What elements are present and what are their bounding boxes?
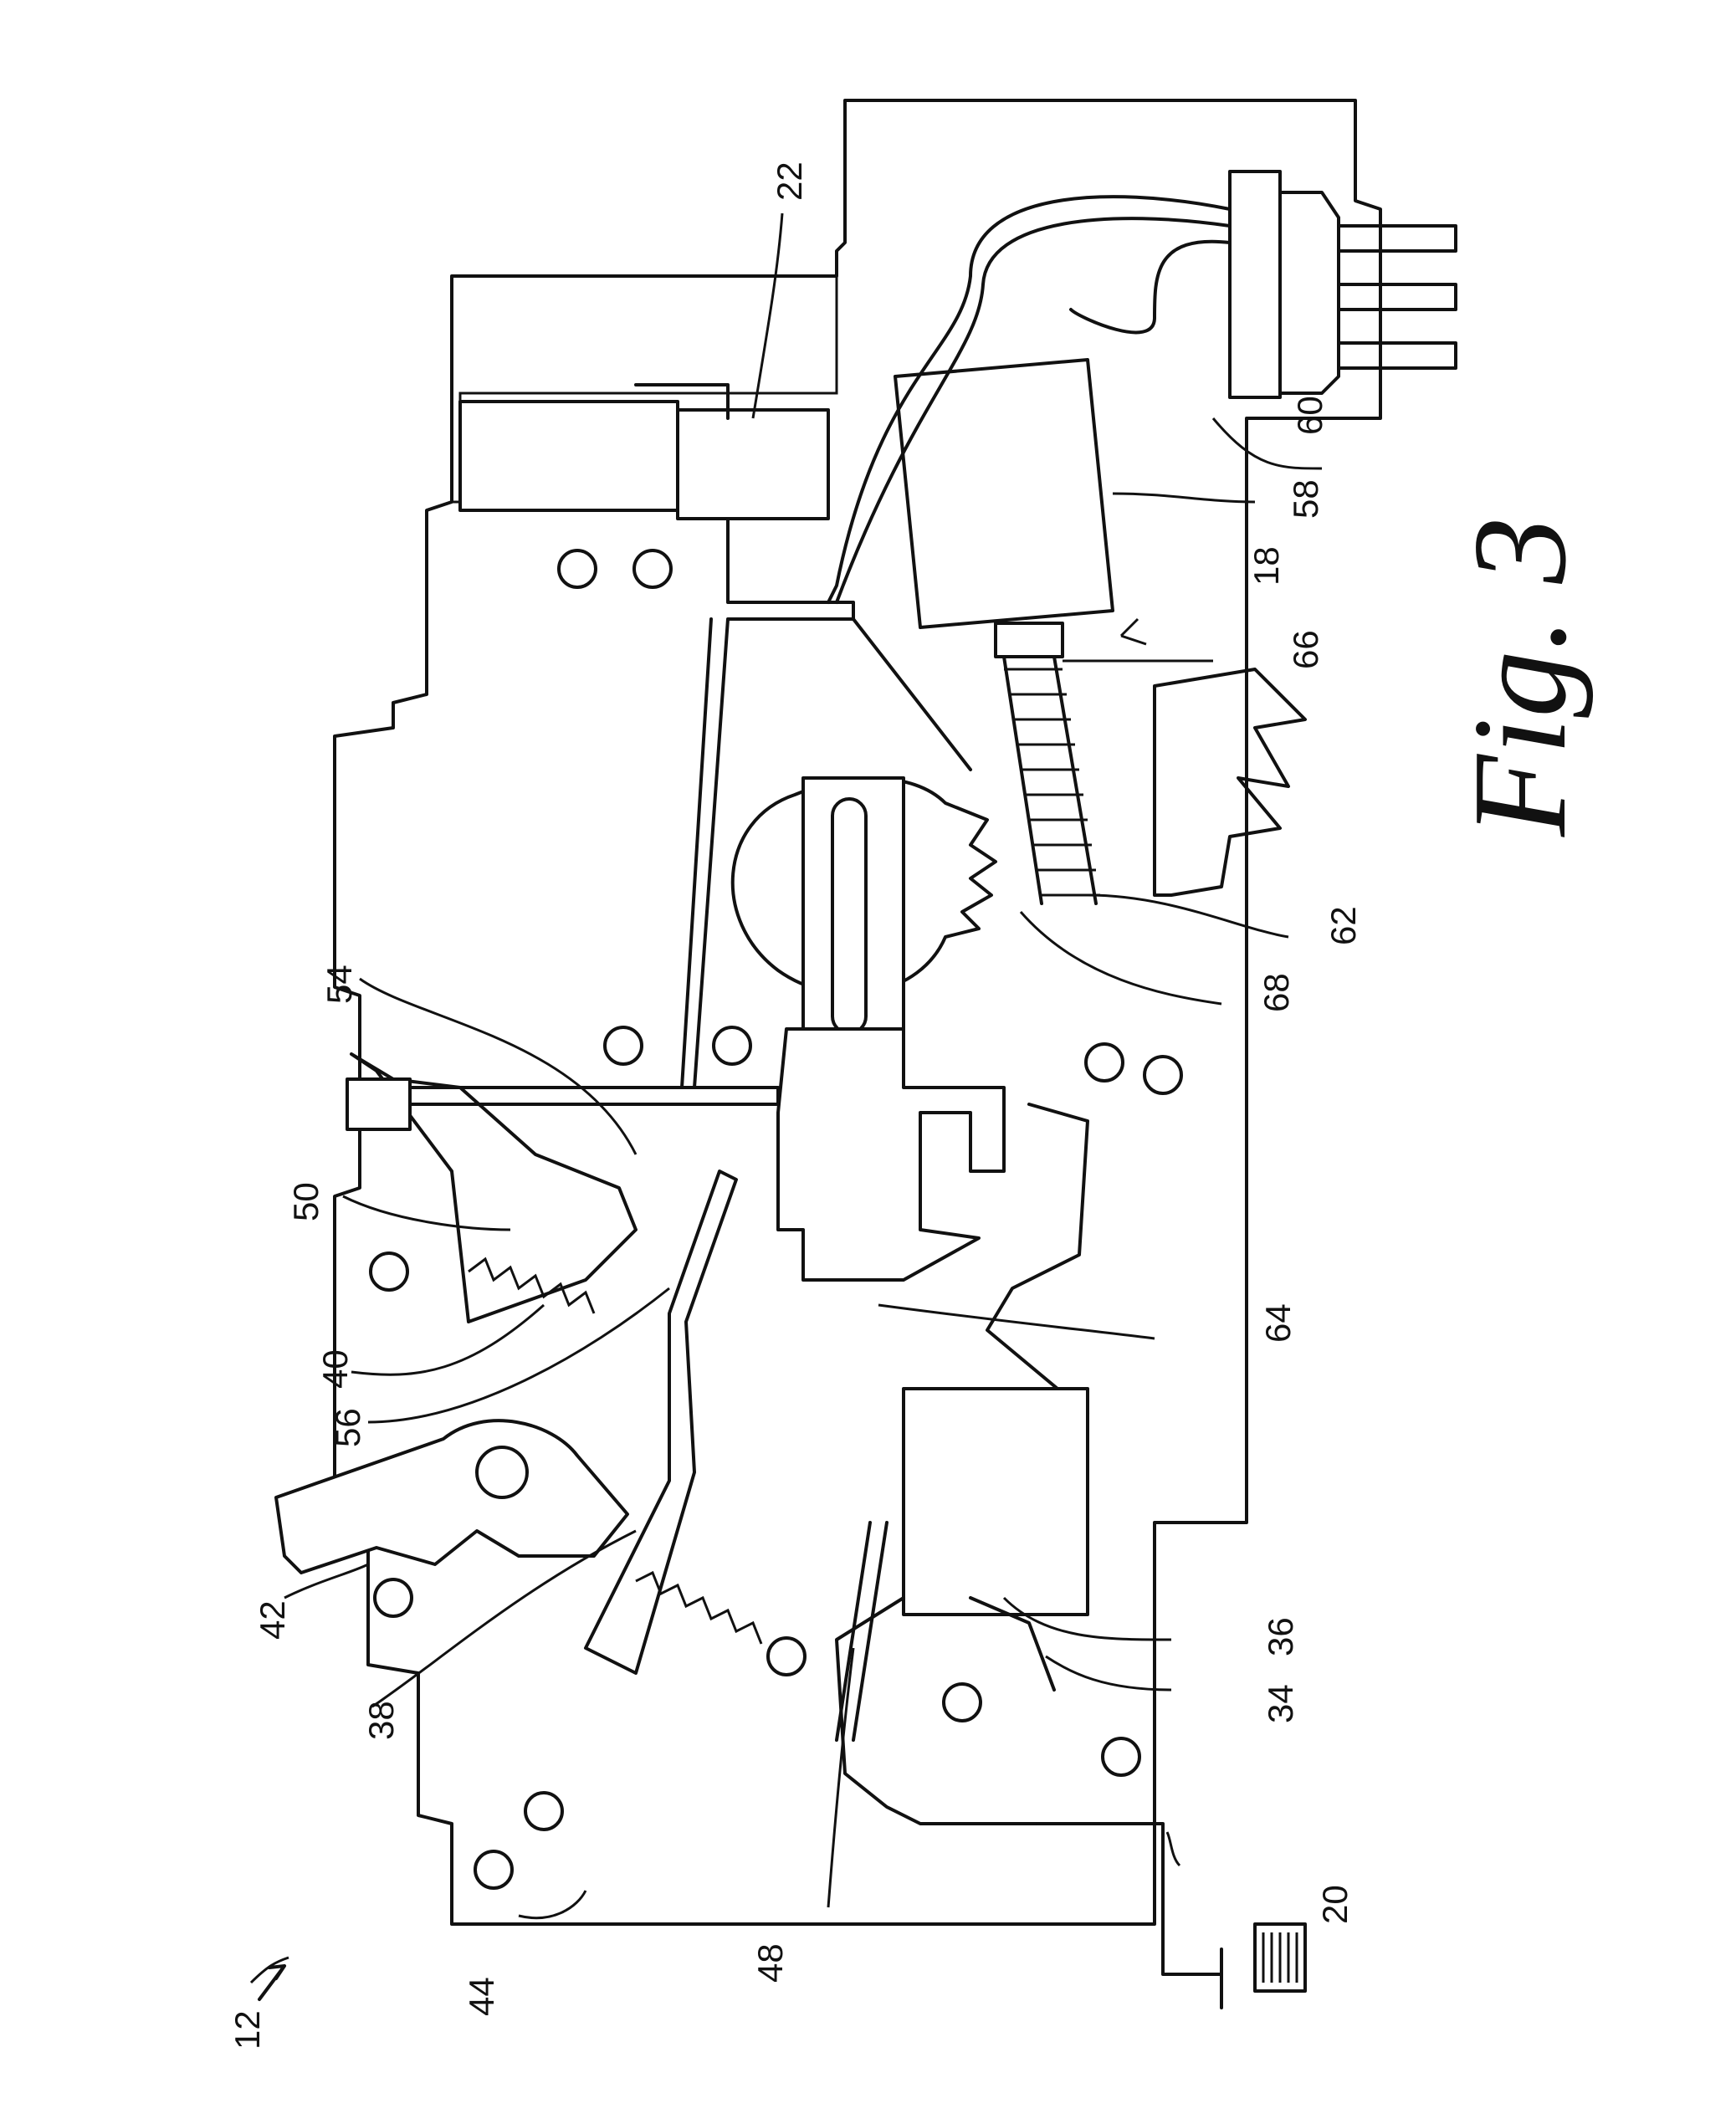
- figure-caption: Fig. 3: [1445, 517, 1594, 837]
- ref-label-56: 56: [328, 1408, 367, 1447]
- ref-label-34: 34: [1261, 1684, 1300, 1723]
- blade-48: [835, 1521, 888, 1742]
- ref-label-68: 68: [1257, 973, 1296, 1012]
- ref-label-44: 44: [462, 1977, 501, 2016]
- frame-arm: [680, 617, 972, 1089]
- part-22-block: [676, 408, 830, 520]
- arc-chute-block: [902, 1387, 1089, 1616]
- ref-label-66: 66: [1286, 630, 1325, 669]
- screw-thread: [1262, 1932, 1298, 1983]
- terminal-20: [1036, 1822, 1223, 2009]
- contact-36: [969, 1596, 1056, 1692]
- plunger-spring: [994, 622, 1100, 905]
- trip-unit-64: [776, 1027, 1006, 1282]
- ref-label-60: 60: [1290, 396, 1329, 435]
- ref-label-38: 38: [361, 1701, 401, 1740]
- ref-label-50: 50: [286, 1182, 325, 1221]
- ref-label-54: 54: [320, 965, 359, 1004]
- ref-label-12: 12: [228, 2010, 267, 2050]
- handle-pivot: [475, 1446, 529, 1499]
- ref-label-42: 42: [253, 1600, 292, 1640]
- bimetal-strip: [986, 1103, 1089, 1415]
- solenoid-58: [894, 358, 1114, 629]
- pin-top: [346, 1077, 412, 1131]
- contact-arm-38: [584, 1170, 738, 1675]
- part-22-rod: [726, 517, 855, 621]
- contact-34: [835, 1596, 1039, 1825]
- pin-rod: [408, 1086, 780, 1106]
- terminal-comb: [1153, 668, 1307, 897]
- ref-label-40: 40: [315, 1349, 355, 1389]
- ref-label-18: 18: [1247, 546, 1286, 586]
- solenoid-wires: [827, 195, 1232, 604]
- leader-lines: [249, 212, 1323, 1984]
- ref-label-62: 62: [1324, 906, 1363, 945]
- link-slot: [831, 797, 868, 1035]
- handle-42: [274, 1419, 629, 1574]
- ref-12-arrow: [258, 1964, 286, 2001]
- connector-60-pins: [1337, 224, 1457, 370]
- housing-inner-step: [452, 276, 838, 504]
- ref-label-36: 36: [1261, 1617, 1300, 1656]
- spring-38: [635, 1570, 763, 1645]
- spring-50: [468, 1257, 596, 1314]
- connector-60: [1228, 170, 1282, 399]
- ref-label-48: 48: [750, 1943, 790, 1983]
- ref-label-58: 58: [1286, 479, 1325, 519]
- connector-housing: [458, 400, 679, 512]
- rivet-holes: [369, 549, 1183, 1890]
- ref-label-64: 64: [1258, 1303, 1298, 1343]
- latch-plate: [350, 1052, 638, 1323]
- part-22-bracket: [634, 383, 730, 420]
- ref-label-22: 22: [770, 161, 809, 201]
- ref-label-20: 20: [1315, 1885, 1354, 1924]
- connector-60-body: [1278, 191, 1340, 395]
